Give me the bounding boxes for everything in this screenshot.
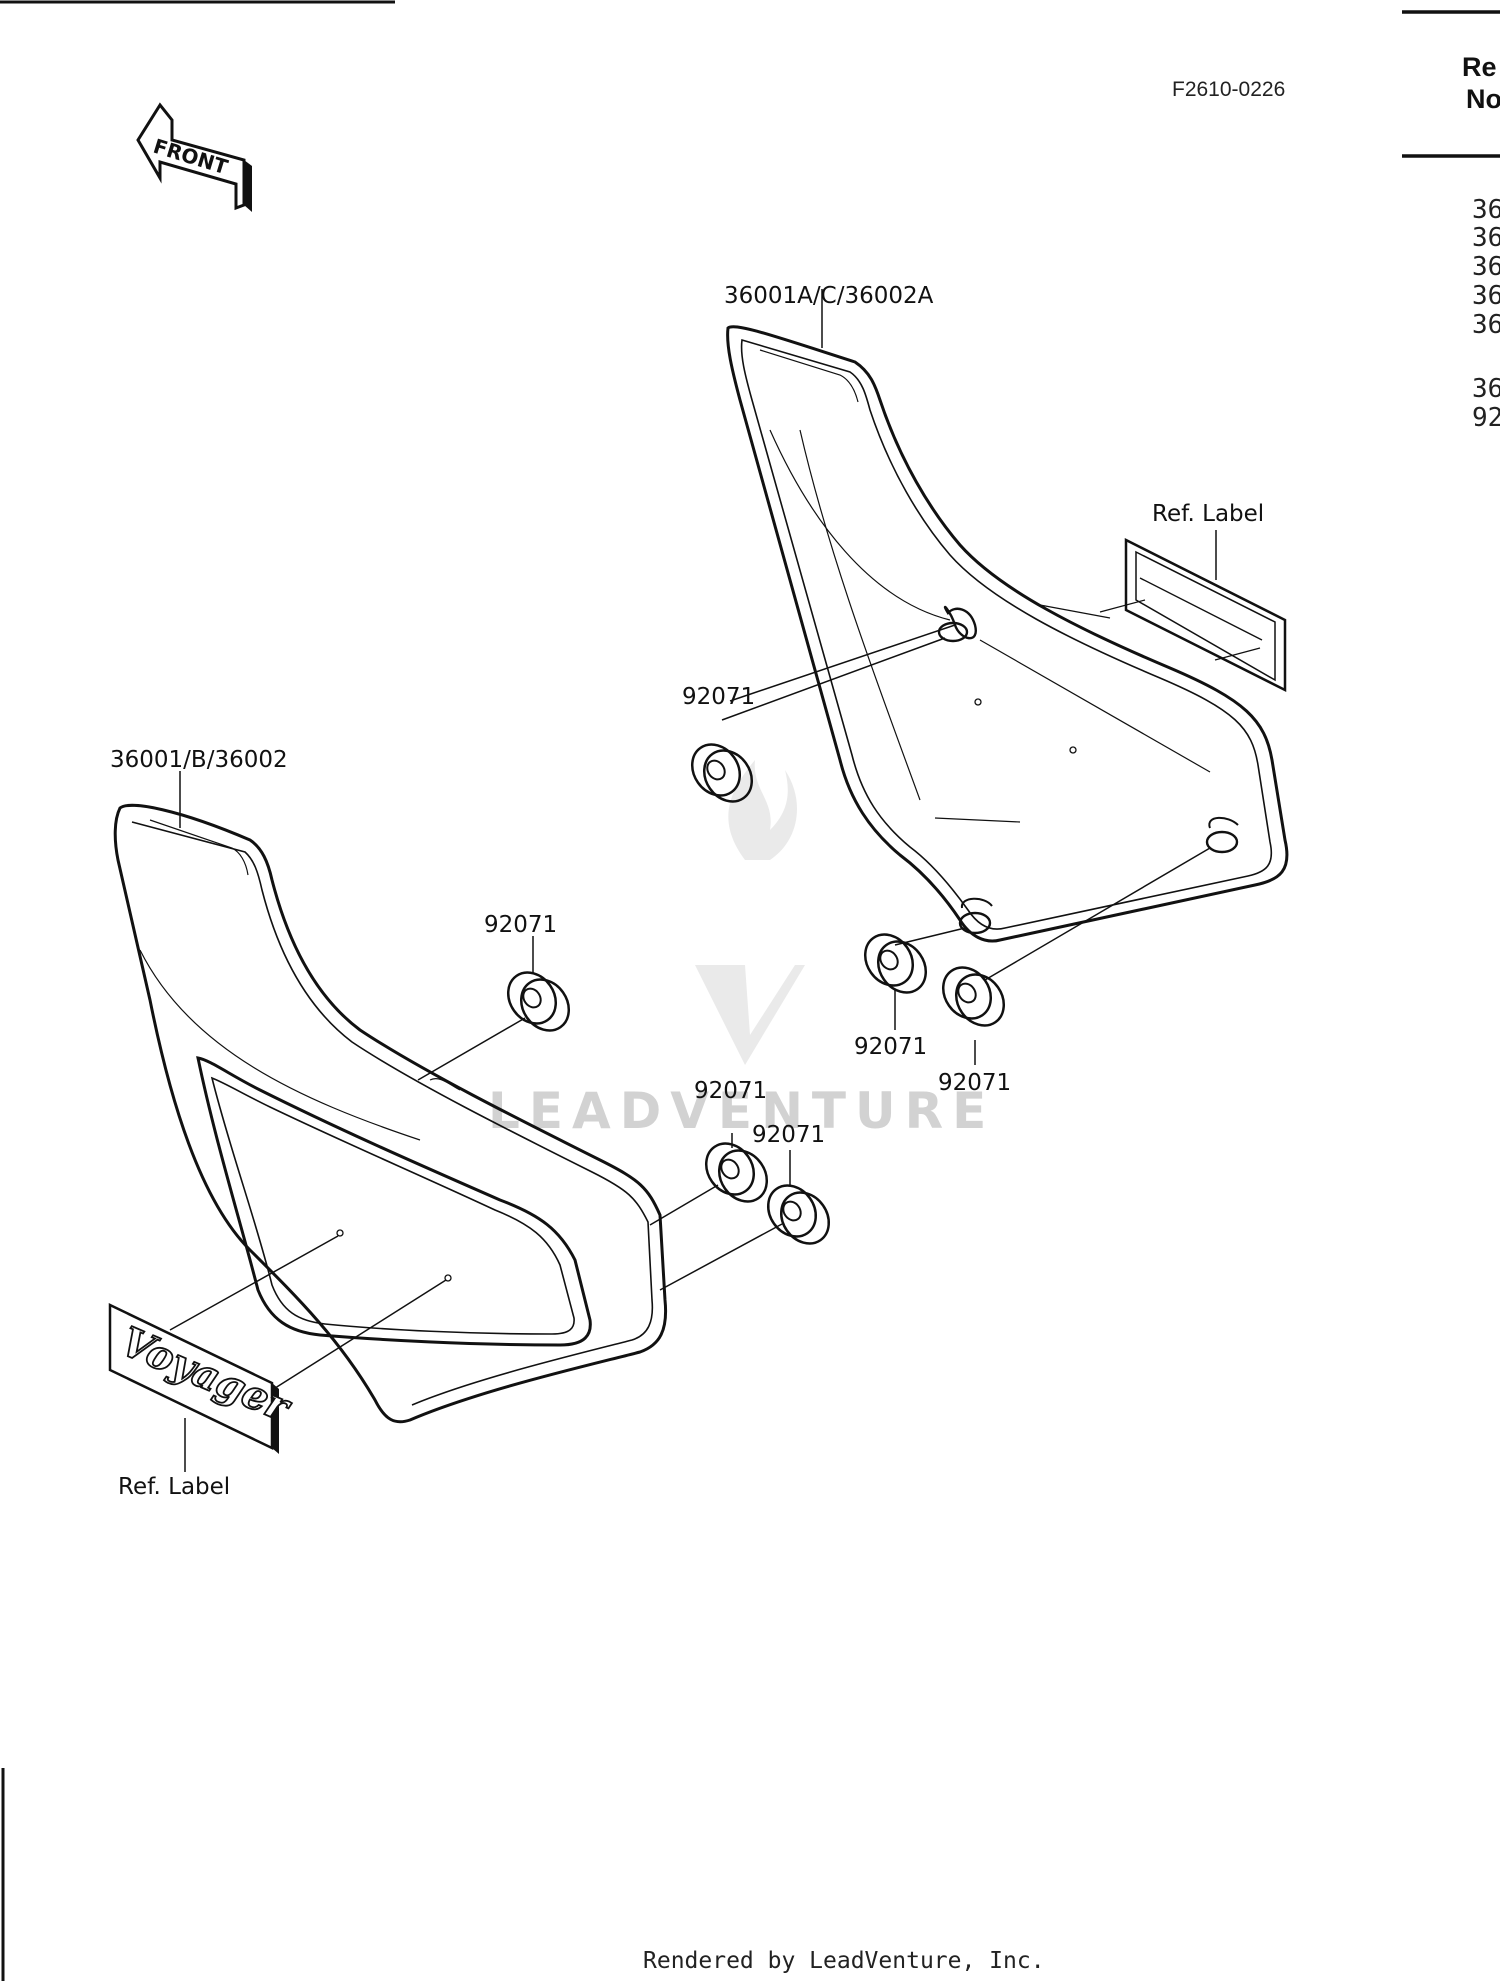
part-label-ref-label-upper: Ref. Label — [1152, 501, 1264, 527]
side-cover-left — [113, 803, 668, 1424]
voyager-emblem-plate: Voyager — [108, 1303, 300, 1454]
part-label-grommet-upper-1: 92071 — [682, 684, 755, 710]
ref-table-header-1: Re — [1462, 52, 1497, 82]
watermark-logo — [695, 760, 805, 1065]
part-label-rh-cover: 36001A/C/36002A — [724, 283, 934, 309]
grommet-upper-3 — [941, 966, 1006, 1027]
grommet-upper-2 — [863, 933, 928, 994]
grommet-lower-2 — [704, 1142, 769, 1203]
part-label-lh-cover: 36001/B/36002 — [110, 747, 288, 773]
ref-table-row: 36 — [1472, 310, 1500, 340]
ref-table-header-2: No — [1466, 84, 1500, 114]
ref-table-row: 36 — [1472, 252, 1500, 282]
part-label-grommet-upper-3: 92071 — [938, 1070, 1011, 1096]
front-arrow-icon: FRONT — [136, 102, 252, 212]
part-label-grommet-lower-3: 92071 — [752, 1122, 825, 1148]
ref-table: Re No 36 36 36 36 36 36 92 — [1402, 10, 1500, 433]
part-label-grommet-upper-2: 92071 — [854, 1034, 927, 1060]
ref-table-row: 36 — [1472, 281, 1500, 311]
grommet-lower-3 — [766, 1184, 831, 1245]
ref-table-row: 36 — [1472, 195, 1500, 225]
footer-credit: Rendered by LeadVenture, Inc. — [643, 1948, 1045, 1974]
watermark-text: LEADVENTURE — [488, 1082, 995, 1140]
voyager-emblem-text: Voyager — [114, 1318, 299, 1432]
part-label-grommet-lower-1: 92071 — [484, 912, 557, 938]
ref-table-row: 36 — [1472, 374, 1500, 404]
ref-table-row: 92 — [1472, 403, 1500, 433]
figure-code: F2610-0226 — [1172, 78, 1285, 101]
ref-label-plate-upper — [1099, 537, 1287, 693]
part-label-grommet-lower-2: 92071 — [694, 1078, 767, 1104]
grommet-upper-1 — [690, 743, 754, 803]
grommet-lower-1 — [506, 971, 571, 1032]
ref-table-row: 36 — [1472, 223, 1500, 253]
part-label-ref-label-lower: Ref. Label — [118, 1474, 230, 1500]
side-cover-right — [726, 325, 1289, 943]
